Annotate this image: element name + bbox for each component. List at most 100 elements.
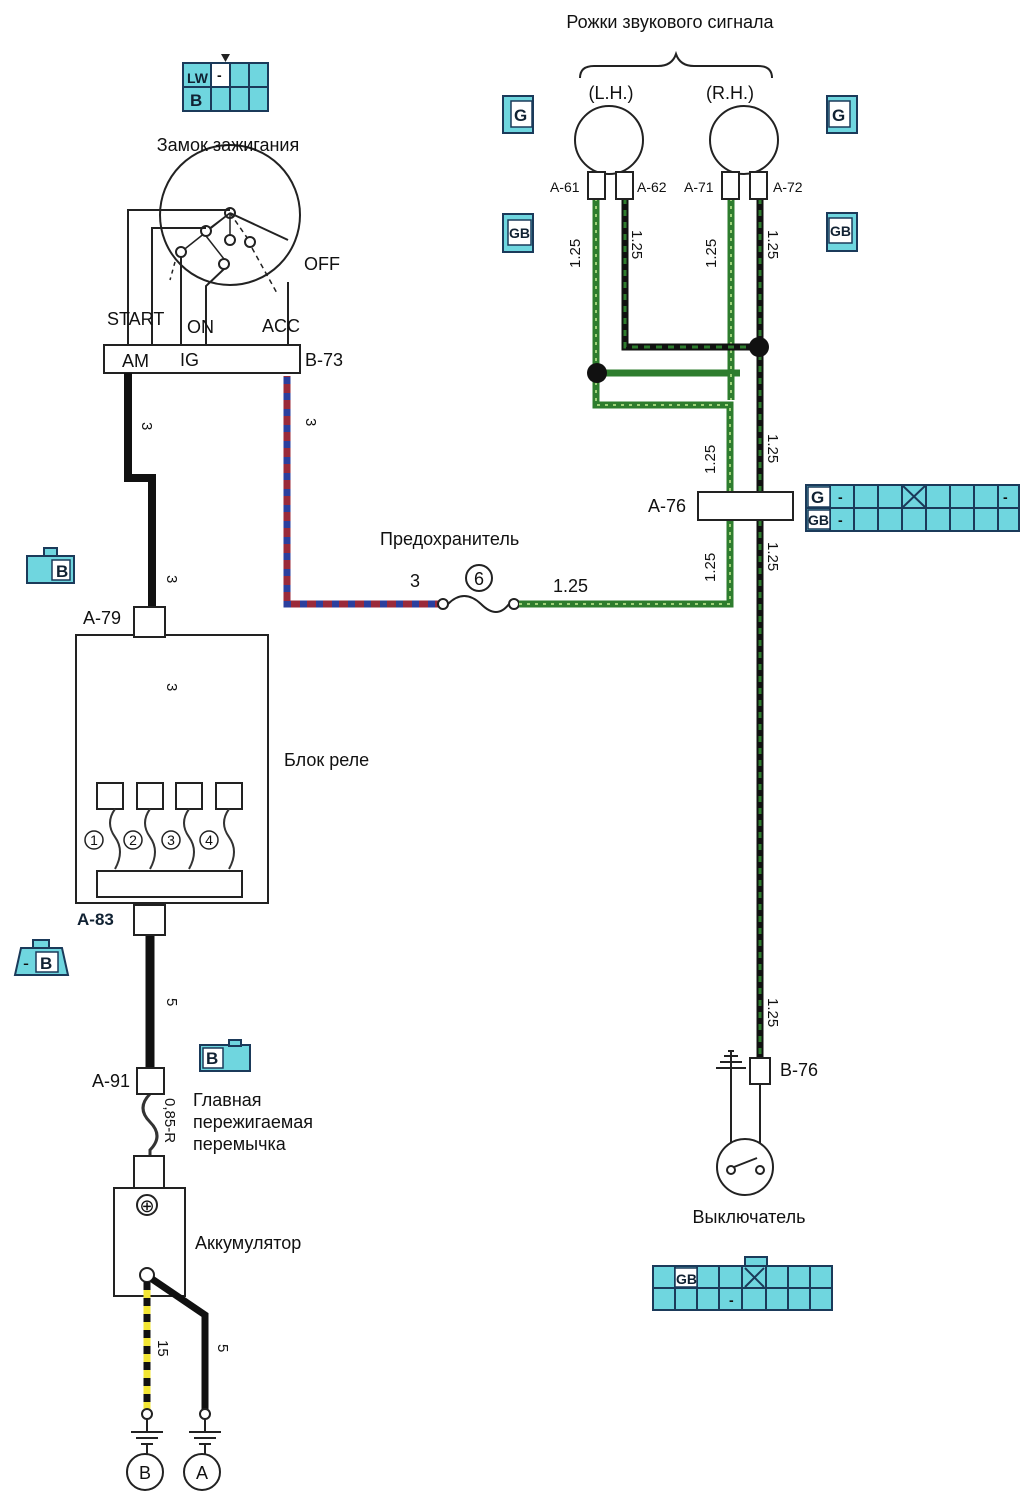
ignition-title: Замок зажигания (157, 135, 299, 155)
connector-b73-label: B-73 (305, 350, 343, 370)
connector-a79-label: A-79 (83, 608, 121, 628)
wire-ig-dashed (283, 376, 443, 608)
wire-size-am-1: 3 (138, 422, 155, 430)
wire-size-bat-b: 15 (154, 1340, 171, 1357)
horn-title: Рожки звукового сигнала (566, 12, 774, 32)
pin-code-a91-b: B (206, 1049, 218, 1068)
wire-size-g-lower: 1.25 (702, 553, 719, 582)
ground-a-label: A (196, 1463, 208, 1483)
wire-size-am-2: 3 (163, 575, 180, 583)
pin-code-a71-g: G (832, 106, 845, 125)
wire-size-a62: 1.25 (628, 230, 645, 259)
pin-code-a72-gb: GB (830, 223, 851, 239)
pin-code-a76-g-dash: - (838, 489, 843, 505)
wire-size-gb-upper: 1.25 (764, 434, 781, 463)
horn-switch (716, 1050, 774, 1196)
ground-b-label: B (139, 1463, 151, 1483)
wire-size-gb-lower: 1.25 (764, 542, 781, 571)
fuse-label: Предохранитель (380, 529, 519, 549)
ground-symbols (126, 1408, 221, 1491)
pin-code-a62-gb: GB (509, 225, 530, 241)
connector-b76-label: B-76 (780, 1060, 818, 1080)
connector-face-a76 (805, 484, 1020, 532)
pin-code-a79-b: B (56, 562, 68, 581)
connector-face-a83 (13, 939, 70, 976)
wire-size-a61: 1.25 (567, 239, 584, 268)
relay-4-label: 4 (205, 832, 213, 848)
splice-gb (749, 337, 769, 357)
connector-a71-label: A-71 (684, 179, 714, 195)
connector-face-a71-g (826, 95, 858, 134)
wire-size-a71: 1.25 (703, 239, 720, 268)
wire-size-bat-a: 5 (214, 1344, 231, 1352)
wires-gb-horn (621, 198, 764, 1058)
switch-pos-off: OFF (304, 254, 340, 274)
wire-bat-black (150, 1276, 209, 1410)
fuse-number: 6 (474, 569, 484, 589)
wire-size-fuse-in: 3 (410, 571, 420, 591)
battery-plus-terminal: ⊕ (139, 1196, 154, 1216)
wire-fusible-link (141, 1092, 159, 1156)
ignition-switch (103, 144, 301, 374)
connector-a76-label: A-76 (648, 496, 686, 516)
wire-size-ig: 3 (302, 418, 319, 426)
connector-face-a61-g (502, 95, 534, 134)
pin-code-b76-gb: GB (676, 1271, 697, 1287)
horn-lh-label: (L.H.) (589, 83, 634, 103)
pin-code-b73-lw: LW (187, 70, 209, 86)
horn-lh (574, 105, 644, 200)
relay-2-label: 2 (129, 832, 137, 848)
horn-rh-label: (R.H.) (706, 83, 754, 103)
fusible-link-label-3: перемычка (193, 1134, 287, 1154)
relay-block (75, 606, 269, 936)
connector-face-a62-gb (502, 213, 534, 253)
wire-size-fuse-out: 1.25 (553, 576, 588, 596)
relay-3-label: 3 (167, 832, 175, 848)
pin-code-b76-dash: - (729, 1292, 734, 1308)
pin-code-a76-g: G (811, 488, 824, 507)
switch-pos-acc: ACC (262, 316, 300, 336)
connector-a62-label: A-62 (637, 179, 667, 195)
b73-connector-body (103, 344, 301, 374)
horn-rh (709, 105, 779, 200)
wire-size-g-upper: 1.25 (702, 445, 719, 474)
pin-code-a61-g: G (514, 106, 527, 125)
connector-a91-label: A-91 (92, 1071, 130, 1091)
wire-size-relay: 3 (163, 683, 180, 691)
pin-code-a76-end-dash: - (1003, 489, 1008, 505)
wire-green-fuse-out (519, 520, 734, 608)
pin-code-a83-b: B (40, 954, 52, 973)
terminal-am: AM (122, 351, 149, 371)
wire-size-b76: 1.25 (764, 998, 781, 1027)
relay-1-label: 1 (90, 832, 98, 848)
connector-face-b76 (652, 1256, 833, 1311)
a91-connector-body (136, 1067, 165, 1095)
a76-connector-body (697, 491, 794, 521)
b76-connector-body (749, 1057, 771, 1085)
connector-face-b73 (182, 54, 269, 112)
wire-size-fusible: 0,85-R (161, 1098, 178, 1143)
relay-block-label: Блок реле (284, 750, 369, 770)
connector-a72-label: A-72 (773, 179, 803, 195)
pin-code-a83-dash: - (23, 953, 29, 973)
connector-face-a79 (26, 547, 75, 584)
wire-size-a83: 5 (163, 998, 180, 1006)
fusible-link-label-2: пережигаемая (193, 1112, 313, 1132)
fuse (437, 564, 520, 613)
horn-switch-label: Выключатель (693, 1207, 806, 1227)
connector-a83-label: A-83 (77, 910, 114, 929)
switch-pos-on: ON (187, 317, 214, 337)
pin-code-a76-gb: GB (808, 512, 829, 528)
pin-code-b73-dash: - (217, 67, 222, 83)
connector-a61-label: A-61 (550, 179, 580, 195)
horn-brace (579, 50, 773, 79)
connector-face-a72-gb (826, 212, 858, 252)
splice-green (587, 363, 607, 383)
connector-face-a91 (199, 1039, 251, 1072)
terminal-ig: IG (180, 350, 199, 370)
pin-code-b73-b: B (190, 91, 202, 110)
wire-am-black (124, 373, 156, 610)
pin-code-a76-gb-dash: - (838, 512, 843, 528)
fusible-link-label-1: Главная (193, 1090, 262, 1110)
